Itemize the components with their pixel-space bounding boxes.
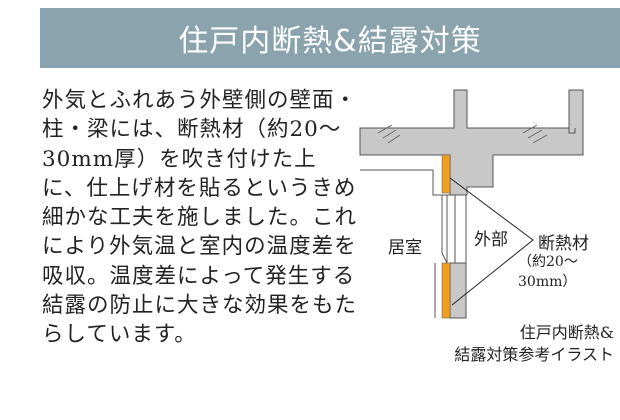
outside-label: 外部: [474, 230, 508, 250]
insulation-upper: [441, 154, 451, 194]
insulation-lower: [441, 262, 451, 319]
page-title: 住戸内断熱&結露対策: [40, 8, 620, 68]
ceiling-line: [360, 169, 450, 196]
caption-line-2: 結露対策参考イラスト: [454, 345, 614, 364]
leader-lines: [449, 177, 534, 306]
insulation-label: 断熱材: [538, 234, 589, 254]
right-wall-notch: [568, 90, 576, 134]
description-text: 外気とふれあう外壁側の壁面・柱・梁には、断熱材（約20～30mm厚）を吹き付けた…: [42, 88, 358, 348]
room-label: 居室: [388, 238, 422, 258]
lower-wall: [449, 262, 467, 319]
ceiling-slab: [359, 89, 584, 196]
insulation-thickness: （約20～30mm）: [518, 254, 578, 290]
caption-line-1: 住戸内断熱&: [519, 323, 614, 342]
diagram-caption: 住戸内断熱& 結露対策参考イラスト: [454, 322, 614, 366]
window-frame: [434, 195, 467, 318]
